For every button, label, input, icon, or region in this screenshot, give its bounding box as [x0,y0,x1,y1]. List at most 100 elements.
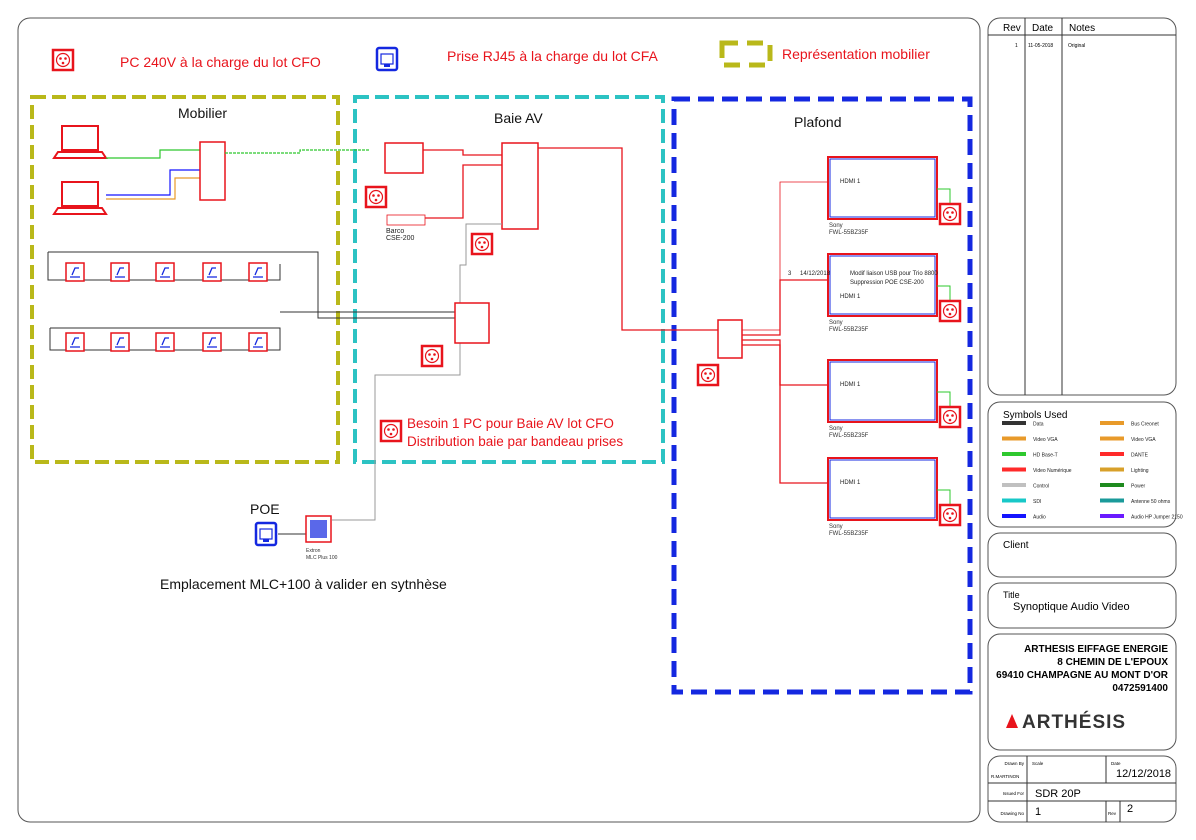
matrix-switcher-device [501,142,539,230]
baie-note-line1: Besoin 1 PC pour Baie AV lot CFO [407,416,614,431]
company-address2: 69410 CHAMPAGNE AU MONT D'OR [996,670,1169,681]
symbol-label: HD Base-T [1033,453,1058,459]
screen-input-label: HDMI 1 [840,480,861,486]
rev-label: Rev [1108,811,1117,816]
symbols-box [987,401,1177,528]
date-cell: 11-05-2018 [1028,43,1053,49]
revision-note-date: 14/12/2018 [800,271,831,277]
drawing-no: 1 [1035,806,1041,818]
company-logo: ARTHÉSIS [1022,711,1126,733]
wireless-mic-icon [202,262,222,282]
zone-plafond-title: Plafond [794,114,841,130]
client-label: Client [1003,540,1029,551]
symbols-title: Symbols Used [1003,410,1067,421]
power-outlet-icon [938,405,962,429]
poe-label: POE [250,501,280,517]
drawing-frame [17,17,981,823]
zone-mobilier [30,95,340,464]
revision-note-line1: Modif liaison USB pour Trio 8800 [850,271,938,277]
info-box [987,755,1177,823]
rev-value: 2 [1127,803,1133,815]
barco-name: Barco [386,228,404,235]
wireless-mic-icon [202,332,222,352]
drawn-by-label: Drawn By [1004,761,1024,766]
revision-note-rev: 3 [788,271,792,277]
extron-name: Extron [306,548,321,554]
symbol-label: SDI [1033,499,1041,505]
rj45-icon [254,521,278,547]
symbol-label: Bus Creonet [1131,422,1159,428]
revision-note-line2: Suppression POE CSE-200 [850,280,924,286]
symbol-label: Control [1033,484,1049,490]
legend-furniture-label: Représentation mobilier [782,46,930,62]
power-outlet-icon [420,344,444,368]
screen-input-label: HDMI 1 [840,179,861,185]
symbol-swatch [1002,467,1026,472]
wireless-mic-icon [65,332,85,352]
logo-accent-icon [1006,714,1018,728]
symbol-swatch [1002,436,1026,441]
mlc-note: Emplacement MLC+100 à valider en sytnhès… [160,576,447,592]
symbol-swatch [1002,452,1026,456]
drawn-by: R.MARTINON [991,774,1019,779]
drawing-title: Synoptique Audio Video [1013,601,1130,613]
rev-cell: 1 [1015,43,1018,49]
symbol-swatch [1100,483,1124,487]
screen-input-label: HDMI 1 [840,382,861,388]
dante-device [454,302,490,344]
company-box [987,633,1177,751]
issued-for-label: Issued For [1003,791,1025,796]
zone-plafond [671,96,973,695]
laptop-icon [53,181,107,215]
screen-input-label: HDMI 1 [840,294,861,300]
symbol-label: Audio [1033,515,1046,521]
wireless-mic-icon [110,262,130,282]
drawing-no-label: Drawing No [1000,811,1024,816]
screen-brand: Sony [829,426,843,432]
date-header: Date [1032,23,1054,34]
title-block: Rev Date Notes 1 11-05-2018 Original Sym… [987,17,1183,823]
zone-baie-av [353,95,665,464]
extron-model: MLC Plus 100 [306,555,338,561]
screen-brand: Sony [829,223,843,229]
notes-cell: Original [1068,43,1085,49]
power-outlet-icon [364,185,388,209]
symbol-swatch [1002,498,1026,503]
legend-pc-label: PC 240V à la charge du lot CFO [120,54,321,70]
baie-note-line2: Distribution baie par bandeau prises [407,434,623,449]
wireless-mic-icon [65,262,85,282]
power-outlet-icon [938,503,962,527]
company-name: ARTHESIS EIFFAGE ENERGIE [1024,644,1168,655]
wireless-mic-icon [248,262,268,282]
switch-device [384,142,424,174]
symbol-swatch [1100,514,1124,518]
symbol-swatch [1002,421,1026,425]
symbol-label: Video VGA [1033,437,1058,443]
hdmi-distributor-device [717,319,743,359]
revision-table [987,17,1177,396]
barco-device [386,214,426,226]
notes-header: Notes [1069,23,1095,34]
symbol-label: Lighting [1131,468,1149,474]
symbol-label: Data [1033,422,1044,428]
symbol-swatch [1002,483,1026,487]
screen-brand: Sony [829,524,843,530]
screen-model: FWL-55BZ35F [829,433,869,439]
symbol-swatch [1100,498,1124,503]
zone-mobilier-title: Mobilier [178,105,227,121]
table-box-device [199,141,226,201]
power-outlet-icon [51,48,75,72]
date-label: Date [1111,761,1121,766]
barco-model: CSE-200 [386,235,415,242]
legend-rj45-label: Prise RJ45 à la charge du lot CFA [447,48,659,64]
rev-header: Rev [1003,23,1021,34]
symbol-label: Audio HP Jumper 2150 [1131,515,1183,521]
rj45-icon [375,46,399,72]
scale-label: Scale [1032,761,1044,766]
wireless-mic-icon [248,332,268,352]
